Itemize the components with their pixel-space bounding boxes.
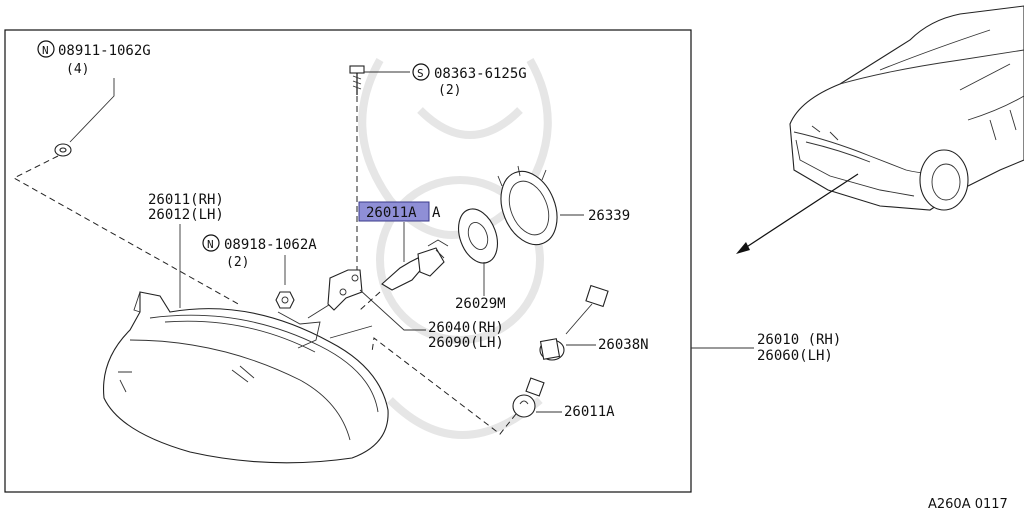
socket-cap-icon: [497, 165, 558, 246]
prefix-n-icon: N: [42, 44, 49, 57]
part-number-26010-rh: 26010 (RH): [757, 332, 841, 348]
leader-washer-to-lamp: [12, 155, 241, 306]
headlamp-housing-drawing: [102, 291, 389, 464]
qty-08363: (2): [438, 83, 461, 98]
washer-icon: [54, 143, 72, 157]
qty-08911: (4): [66, 62, 89, 77]
callout-harness-26038n[interactable]: 26038N: [566, 337, 649, 353]
diagram-frame: [4, 29, 692, 493]
small-bulb-icon: [512, 377, 545, 418]
callout-bolt-08363[interactable]: S 08363-6125G (2): [412, 63, 527, 98]
seal-ring-icon: [458, 208, 498, 264]
hex-nut-icon: [275, 291, 295, 309]
reference-code: A260A 0117: [928, 497, 1008, 511]
halogen-bulb-icon: [381, 239, 449, 291]
part-number-08363: 08363-6125G: [434, 66, 527, 82]
watermark-emblem: [358, 58, 552, 439]
socket-harness-icon: [539, 284, 609, 361]
bolt-icon: [349, 65, 365, 95]
callout-assembly-26010[interactable]: 26010 (RH) 26060(LH): [691, 332, 841, 364]
part-number-26090-lh: 26090(LH): [428, 335, 504, 351]
highlight-box: [358, 201, 430, 222]
part-number-26040-rh: 26040(RH): [428, 320, 504, 336]
callout-lamp-26011[interactable]: 26011(RH) 26012(LH): [148, 192, 224, 308]
callout-nut-08918[interactable]: N 08918-1062A (2): [202, 234, 317, 285]
part-number-26029m: 26029M: [455, 296, 506, 312]
callout-seal-26029m[interactable]: 26029M: [455, 262, 506, 312]
part-number-26038n: 26038N: [598, 337, 649, 353]
leader-bulb-to-bracket: [359, 291, 381, 311]
part-number-suffix: A: [432, 205, 441, 221]
pointer-arrow: [736, 173, 859, 254]
prefix-s-icon: S: [417, 67, 424, 80]
callout-socket-26339[interactable]: 26339: [560, 208, 630, 224]
car-front-illustration: [789, 5, 1024, 211]
callout-nut-08911[interactable]: N 08911-1062G (4): [37, 40, 151, 143]
part-number-26012-lh: 26012(LH): [148, 207, 224, 223]
callout-bracket-26040[interactable]: 26040(RH) 26090(LH): [359, 289, 504, 351]
part-number-26060-lh: 26060(LH): [757, 348, 833, 364]
part-number-08911: 08911-1062G: [58, 43, 151, 59]
part-number-26011a: 26011A: [564, 404, 615, 420]
qty-08918: (2): [226, 255, 249, 270]
callout-small-bulb-26011a[interactable]: 26011A: [536, 404, 615, 420]
prefix-n2-icon: N: [207, 238, 214, 251]
part-number-26011a-highlight: 26011A: [366, 205, 417, 221]
mounting-bracket-drawing: [327, 269, 363, 311]
part-number-08918: 08918-1062A: [224, 237, 317, 253]
part-number-26339: 26339: [588, 208, 630, 224]
part-number-26011-rh: 26011(RH): [148, 192, 224, 208]
leader-small-bulb-to-lamp: [371, 337, 517, 435]
callout-bulb-26011aa[interactable]: 26011A A: [358, 201, 441, 262]
